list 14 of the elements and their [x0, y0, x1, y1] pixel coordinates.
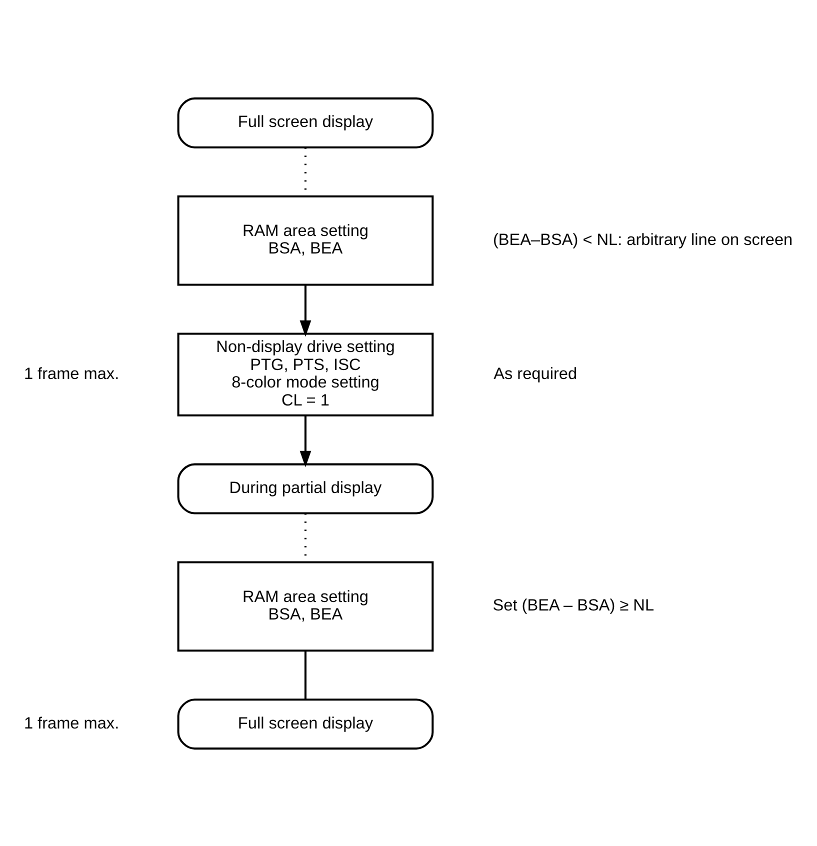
node-box: RAM area setting BSA, BEA: [177, 560, 434, 652]
node-label: Set (BEA – BSA) ≥ NL: [492, 596, 654, 614]
node-box: Full screen display: [177, 698, 434, 750]
node-box: Non-display drive setting PTG, PTS, ISC 8-color mode setting CL = 1: [177, 332, 434, 416]
node-box: Full screen display: [177, 96, 434, 148]
arrow: [300, 284, 312, 336]
label: 1 frame max.: [24, 364, 120, 382]
connector: [304, 650, 306, 699]
node-label: As required: [494, 364, 578, 382]
label: 1 frame max.: [24, 714, 120, 732]
node-label: (BEA–BSA) < NL: arbitrary line on screen: [492, 230, 793, 248]
node-box: During partial display: [177, 462, 434, 514]
arrow: [300, 415, 312, 467]
node-box: RAM area setting BSA, BEA: [177, 194, 434, 286]
